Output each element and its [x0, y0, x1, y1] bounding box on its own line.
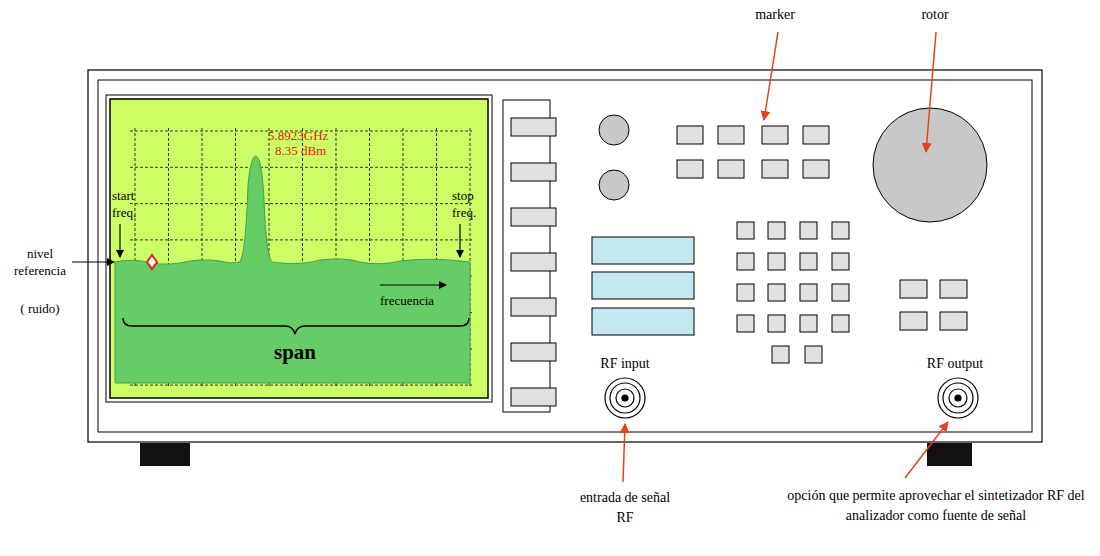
- key: [800, 253, 817, 270]
- grid-line: [130, 167, 472, 168]
- key: [772, 346, 789, 363]
- key: [677, 160, 703, 178]
- key: [803, 126, 829, 144]
- key: [768, 222, 785, 239]
- grid-line: [130, 203, 472, 204]
- key: [768, 284, 785, 301]
- key: [737, 315, 754, 332]
- key: [718, 126, 744, 144]
- key: [511, 388, 556, 406]
- key: [511, 253, 556, 271]
- key: [800, 222, 817, 239]
- key: [677, 126, 703, 144]
- grid-line: [130, 239, 472, 240]
- callout-label: opción que permite aprovechar el sinteti…: [776, 486, 1096, 526]
- key: [768, 253, 785, 270]
- key: [940, 280, 967, 298]
- marker-level: 8.35 dBm: [275, 143, 365, 158]
- key: [800, 315, 817, 332]
- axis-label: ( ruido): [10, 300, 70, 317]
- key: [940, 312, 967, 330]
- key: [511, 343, 556, 361]
- key: [832, 253, 849, 270]
- key: [900, 312, 927, 330]
- callout-label: entrada de señal RF: [570, 488, 680, 528]
- key: [762, 160, 788, 178]
- key: [511, 163, 556, 181]
- axis-label: stop freq.: [452, 187, 488, 221]
- axis-label: nivel referencia: [4, 245, 76, 279]
- key: [800, 284, 817, 301]
- key: [737, 284, 754, 301]
- key: [832, 222, 849, 239]
- key: [805, 346, 822, 363]
- key: [803, 160, 829, 178]
- grid-line: [130, 385, 472, 386]
- port-label: RF output: [905, 355, 1005, 372]
- key: [900, 280, 927, 298]
- key: [511, 208, 556, 226]
- port-label: RF input: [580, 355, 670, 372]
- key: [832, 315, 849, 332]
- key: [762, 126, 788, 144]
- key: [511, 298, 556, 316]
- key: [718, 160, 744, 178]
- marker-frequency: 5.8923GHz: [268, 128, 358, 143]
- key: [511, 118, 556, 136]
- callout-label: marker: [740, 6, 810, 23]
- axis-label: start freq.: [112, 187, 148, 221]
- span-label: span: [245, 340, 345, 364]
- key: [768, 315, 785, 332]
- callout-label: rotor: [900, 6, 970, 23]
- axis-label: frecuencia: [380, 292, 460, 309]
- key: [737, 222, 754, 239]
- key: [832, 284, 849, 301]
- key: [737, 253, 754, 270]
